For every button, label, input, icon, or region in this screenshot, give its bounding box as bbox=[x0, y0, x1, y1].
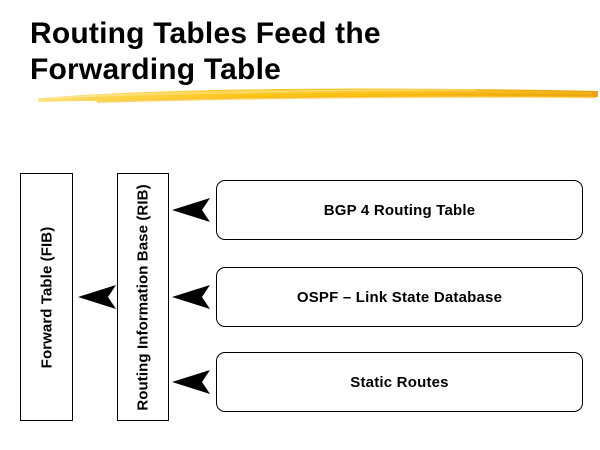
rib-box-label: Routing Information Base (RIB) bbox=[134, 183, 152, 411]
fib-box-label: Forward Table (FIB) bbox=[38, 226, 55, 368]
ospf-link-state-database-label: OSPF – Link State Database bbox=[296, 288, 503, 306]
title-line-1: Routing Tables Feed the bbox=[30, 17, 381, 50]
static-routes-label: Static Routes bbox=[350, 373, 449, 391]
ospf-link-state-database-box[interactable]: OSPF – Link State Database bbox=[216, 267, 583, 327]
static-routes-box[interactable]: Static Routes bbox=[216, 352, 583, 412]
title-line-2: Forwarding Table bbox=[30, 53, 281, 86]
arrow-left-rib-to-fib-icon bbox=[78, 285, 116, 309]
arrow-left-bgp-to-rib-icon bbox=[172, 198, 210, 222]
rib-box[interactable]: Routing Information Base (RIB) bbox=[117, 173, 169, 421]
bgp-routing-table-box[interactable]: BGP 4 Routing Table bbox=[216, 180, 583, 240]
fib-box[interactable]: Forward Table (FIB) bbox=[20, 173, 73, 421]
arrow-left-ospf-to-rib-icon bbox=[172, 285, 210, 309]
bgp-routing-table-label: BGP 4 Routing Table bbox=[323, 201, 476, 219]
page-title: Routing Tables Feed the Forwarding Table bbox=[30, 16, 570, 88]
arrow-left-static-to-rib-icon bbox=[172, 370, 210, 394]
